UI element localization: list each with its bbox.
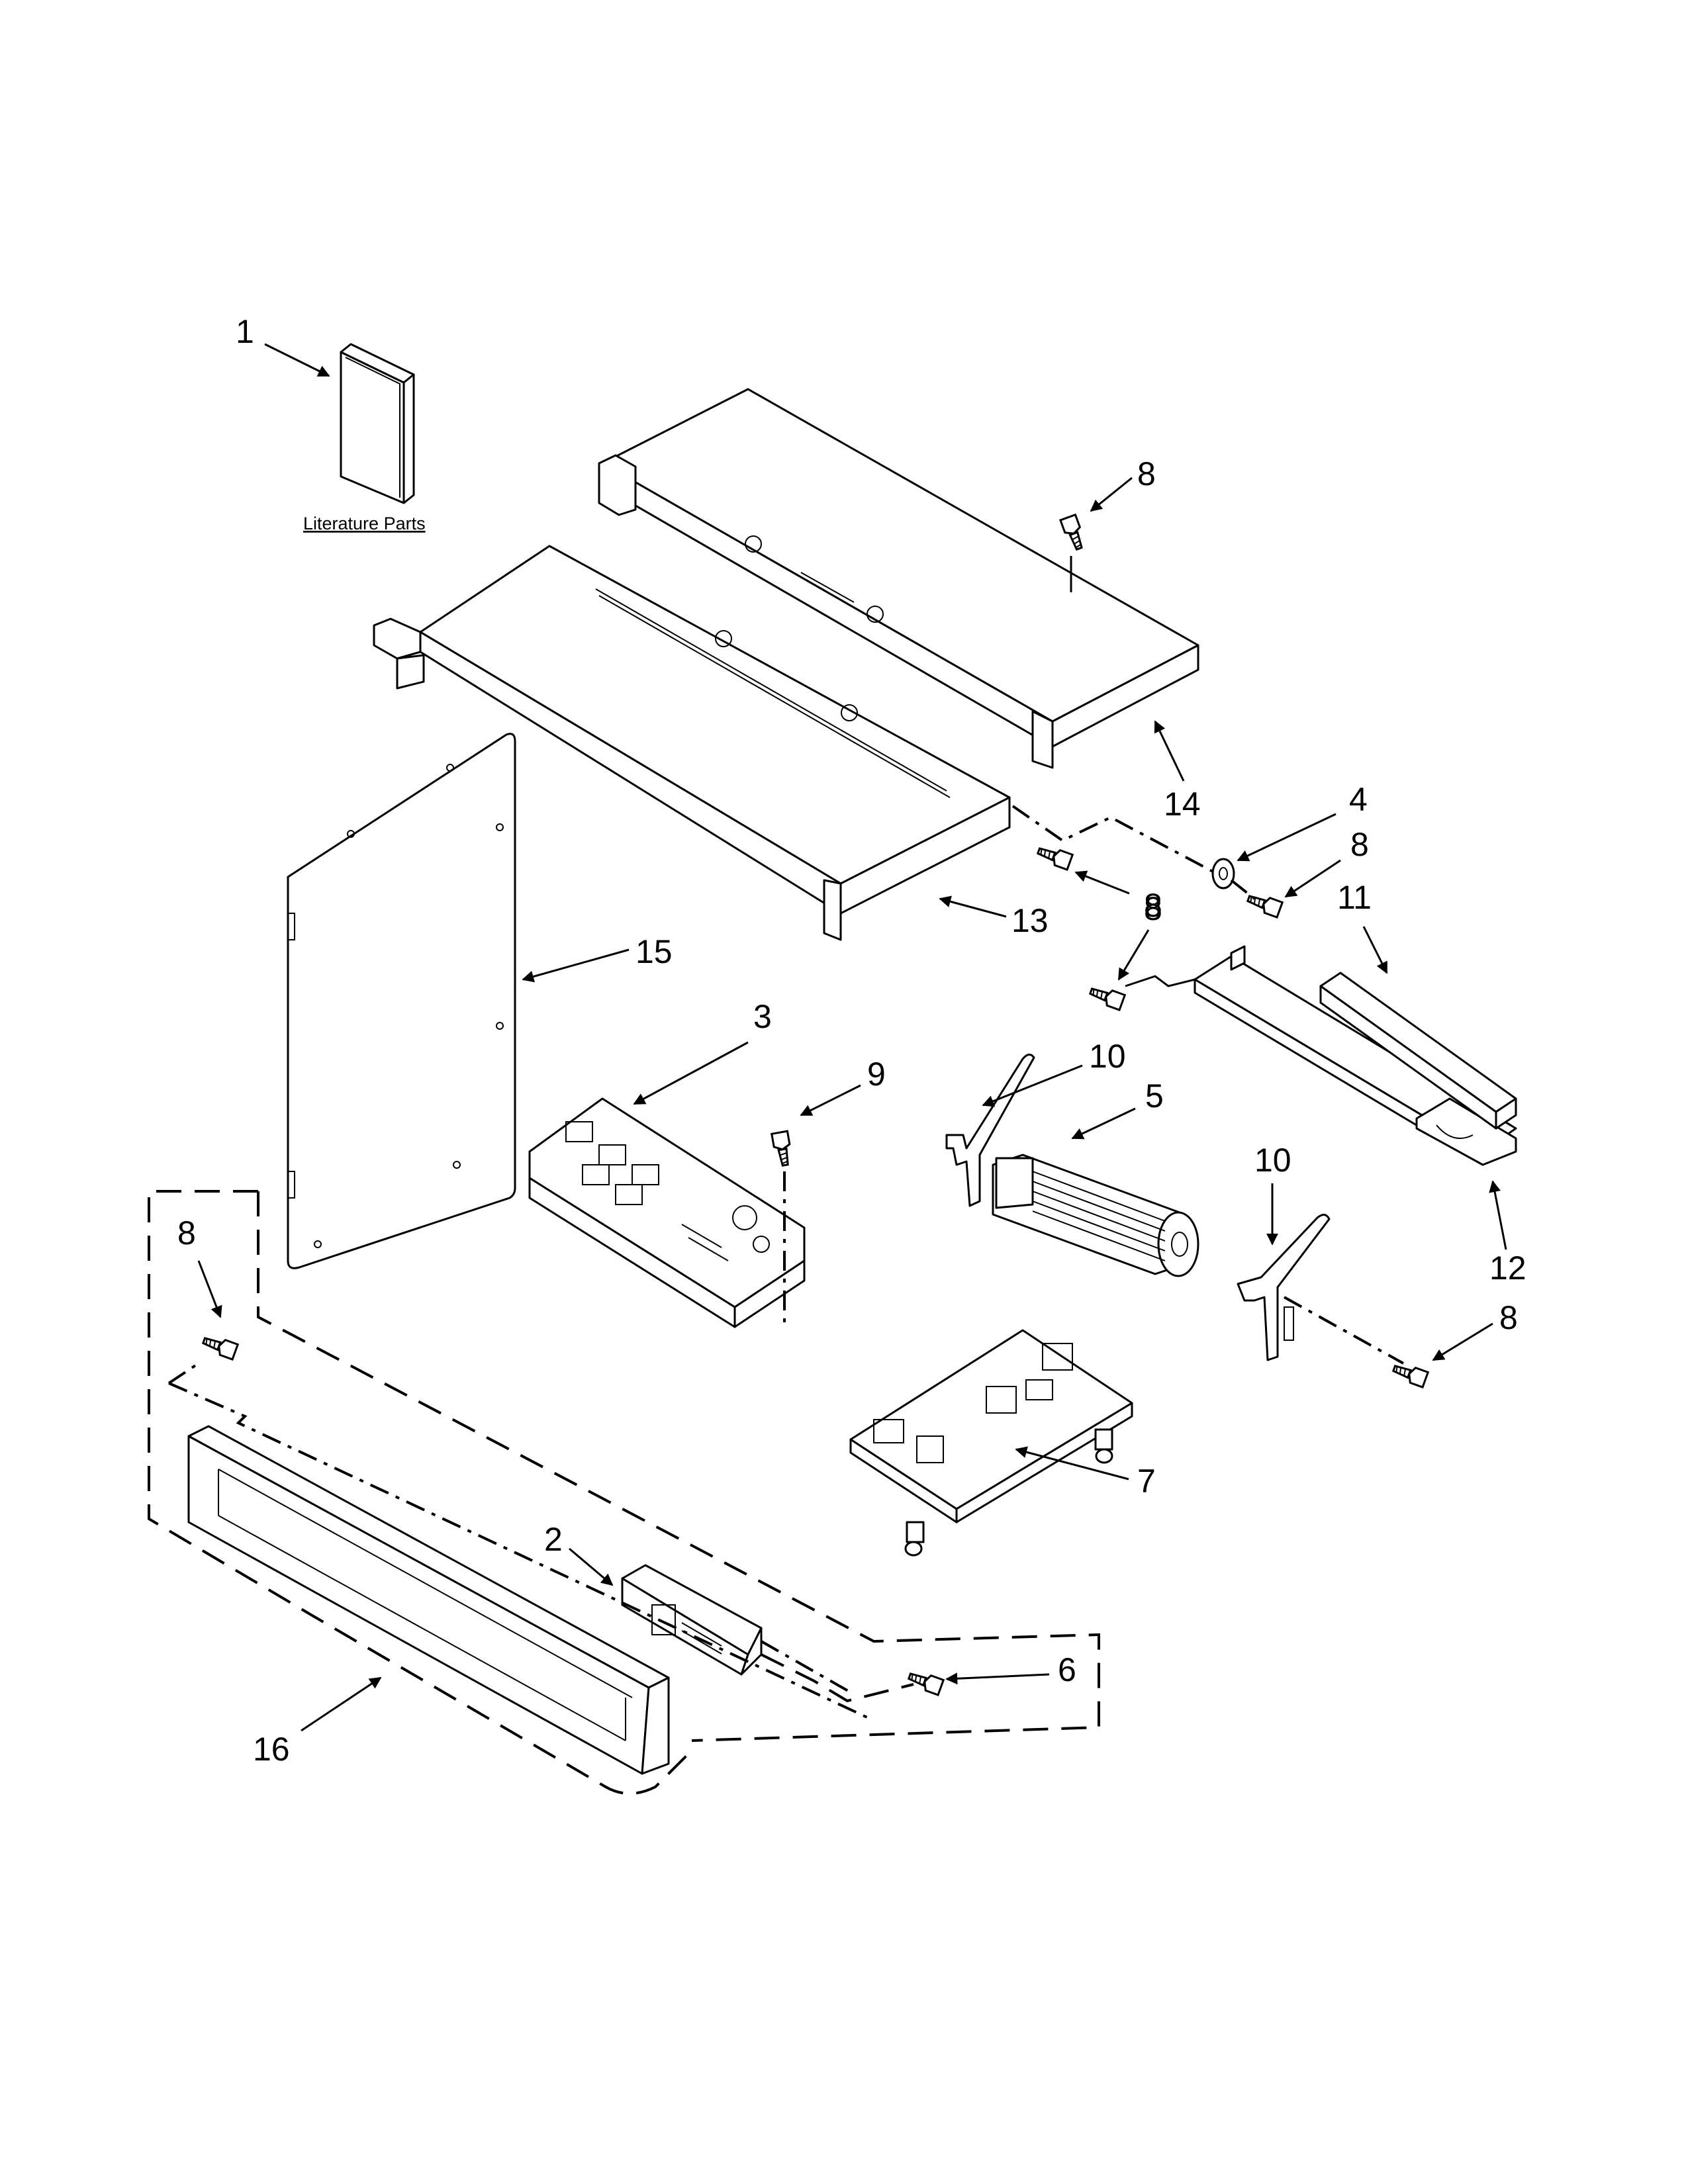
circuit-board-icon (621, 1564, 763, 1676)
callout-4: 4 (1349, 781, 1368, 818)
display-centerline (761, 1640, 855, 1696)
control-panel-trim (187, 1425, 670, 1775)
assembly-centerline (167, 1362, 868, 1719)
callout-15: 15 (635, 933, 673, 970)
assembly-outline-left (148, 1190, 693, 1795)
screw-icon (1390, 1359, 1429, 1388)
thermostat-bracket-left (945, 1054, 1035, 1207)
callout-2: 2 (544, 1521, 563, 1558)
upper-cover-panel (598, 388, 1199, 769)
callout-8-bracket: 8 (1144, 890, 1162, 927)
side-panel (287, 733, 516, 1269)
callout-8-top: 8 (1137, 455, 1156, 492)
washer-icon (1211, 858, 1235, 889)
callout-11: 11 (1337, 879, 1372, 916)
callout-1: 1 (236, 313, 254, 350)
fan-motor-icon (992, 1154, 1199, 1277)
callout-6: 6 (1058, 1651, 1076, 1688)
callout-10-right: 10 (1254, 1142, 1291, 1179)
screw-icon (1059, 514, 1088, 553)
circuit-board-icon (528, 1097, 806, 1328)
callout-10-left: 10 (1089, 1038, 1126, 1075)
callout-8-lowright: 8 (1499, 1299, 1518, 1336)
callout-12: 12 (1489, 1250, 1526, 1287)
screw-icon (1244, 889, 1284, 919)
screw-icon (200, 1332, 239, 1361)
callout-8-left: 8 (177, 1214, 196, 1251)
assembly-outline-display (761, 1653, 914, 1703)
screw-icon (771, 1130, 794, 1168)
fan-bracket (1125, 945, 1517, 1166)
literature-parts-caption: Literature Parts (303, 514, 426, 533)
callout-7: 7 (1137, 1463, 1156, 1500)
callout-8-right: 8 (1350, 826, 1369, 863)
callout-16: 16 (253, 1731, 290, 1768)
callout-13: 13 (1011, 902, 1049, 939)
literature-book-icon (340, 343, 415, 504)
callout-14: 14 (1164, 786, 1201, 823)
callout-3: 3 (753, 998, 772, 1035)
callout-8-mid: 8 (1144, 887, 1162, 924)
assembly-outline-middle (257, 1191, 1100, 1742)
screw-icon (1087, 982, 1126, 1011)
callout-9: 9 (867, 1056, 886, 1093)
screw-icon (1035, 842, 1074, 871)
insulation-strip (1319, 972, 1517, 1130)
circuit-board-icon (849, 1329, 1133, 1557)
thermostat-bracket-right (1237, 1214, 1331, 1361)
callout-5: 5 (1145, 1077, 1164, 1115)
screw-icon (906, 1667, 945, 1696)
lower-cover-panel (373, 545, 1011, 941)
